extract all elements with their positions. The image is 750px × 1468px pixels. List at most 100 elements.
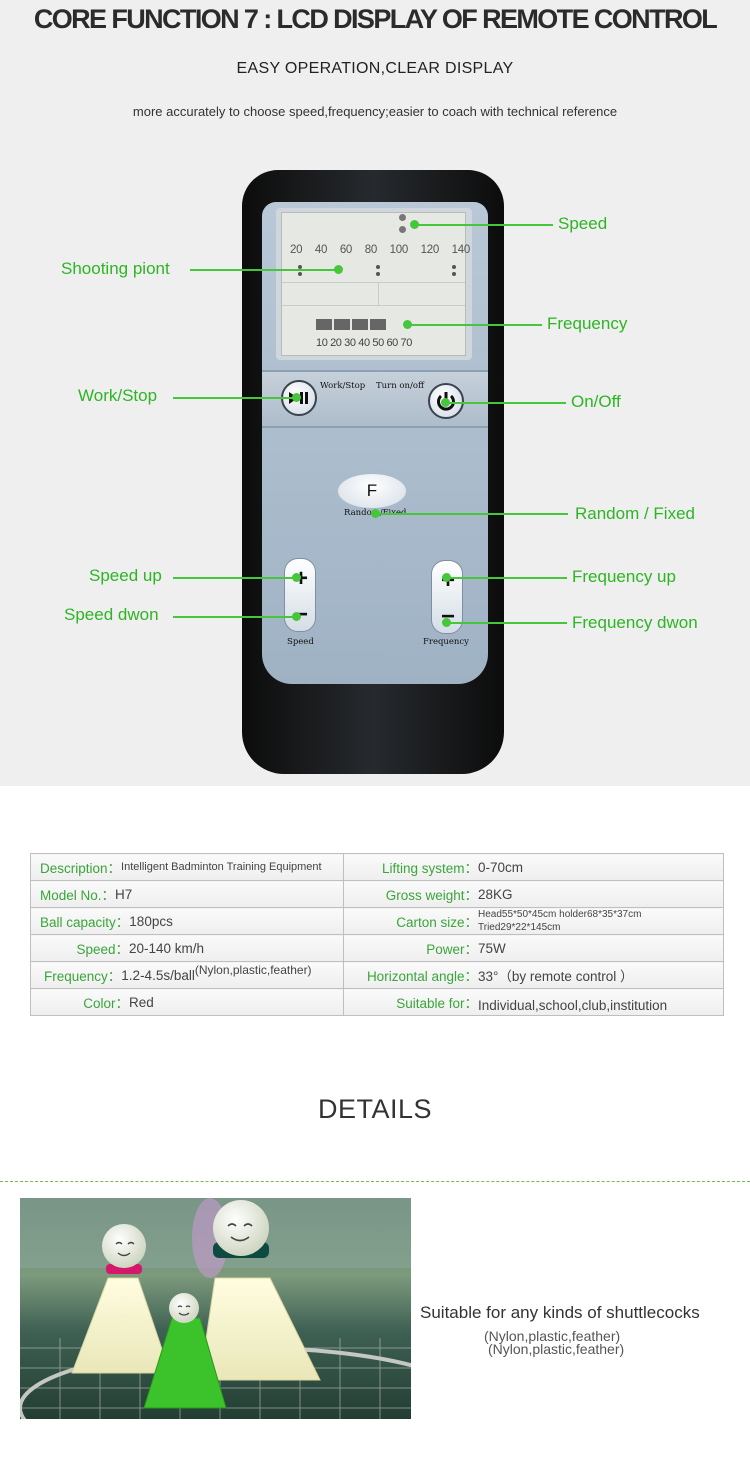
callout-random-fixed: Random / Fixed [575,504,695,523]
lcd-display [281,212,466,356]
callout-line [173,397,295,399]
table-row: Frequency：1.2-4.5s/ball(Nylon,plastic,fe… [30,961,724,989]
callout-line [173,616,295,618]
callout-line [376,513,568,515]
callout-dot [292,612,301,621]
spec-value: 0-70cm [478,859,524,875]
lcd-point-dot [452,272,456,276]
callout-dot [410,220,419,229]
lcd-point-dot [452,265,456,269]
details-subcaption: (Nylon,plastic,feather) [484,1328,621,1344]
lcd-frequency-bars [316,319,386,330]
spec-value: Tried29*22*145cm [478,922,561,933]
feature-description: more accurately to choose speed,frequenc… [132,104,618,119]
lcd-point-dot [376,265,380,269]
callout-on-off: On/Off [571,392,621,411]
shuttlecock-illustration [20,1198,411,1419]
callout-shooting-point: Shooting piont [61,259,170,278]
callout-work-stop: Work/Stop [78,386,158,405]
feature-section: CORE FUNCTION 7 : LCD DISPLAY OF REMOTE … [0,0,750,786]
callout-line [447,577,567,579]
callout-dot [334,265,343,274]
minus-icon[interactable]: − [293,601,308,628]
lcd-speed-scale: 20 40 60 80 100 120 140 [290,244,470,256]
callout-line [415,224,553,226]
callout-dot [442,618,451,627]
speed-tick: 60 [339,244,353,256]
spec-table: Description：Intelligent Badminton Traini… [30,853,724,1016]
callout-dot [441,398,450,407]
feature-subhead: EASY OPERATION,CLEAR DISPLAY [236,60,514,77]
callout-line [173,577,295,579]
spec-value: H7 [115,886,133,902]
spec-value-note: (Nylon,plastic,feather) [194,963,312,977]
spec-label: Model No.： [40,888,116,903]
details-heading: DETAILS [317,1094,433,1124]
spec-label: Color： [83,996,129,1011]
lcd-divider [282,305,465,306]
speed-key-label: Speed [287,637,314,647]
spec-label: Carton size： [396,915,478,930]
details-caption: Suitable for any kinds of shuttlecocks [420,1303,700,1322]
spec-value: 33°（by remote control ） [478,969,634,984]
speed-tick: 140 [451,244,471,256]
table-row: Model No.：H7 Gross weight：28KG [30,880,724,908]
spec-value: Intelligent Badminton Training Equipment [121,861,322,873]
spec-value: 75W [478,940,506,956]
callout-dot [403,320,412,329]
callout-speed-down: Speed dwon [64,605,159,624]
speed-tick: 100 [389,244,409,256]
spec-label: Horizontal angle： [366,969,478,984]
spec-value: Individual,school,club,institution [478,997,668,1013]
spec-value: 1.2-4.5s/ball [121,967,195,983]
callout-line [446,402,566,404]
spec-label: Gross weight： [385,888,478,903]
dashed-divider [0,1181,750,1182]
callout-speed-up: Speed up [89,566,162,585]
table-row: Ball capacity：180pcs Carton size：Head55*… [30,907,724,935]
callout-dot [371,509,380,518]
table-row: Speed：20-140 km/h Power：75W [30,934,724,962]
spec-label: Suitable for： [396,996,478,1011]
speed-tick: 40 [314,244,328,256]
plus-icon[interactable]: + [293,565,308,592]
spec-label: Ball capacity： [40,915,130,930]
lcd-point-dot [376,272,380,276]
lcd-frequency-scale: 10 20 30 40 50 60 70 [316,337,412,349]
lcd-divider [378,282,379,306]
work-stop-key-label: Work/Stop [320,381,366,391]
callout-dot [292,393,301,402]
speed-tick: 120 [420,244,440,256]
frequency-key-label: Frequency [423,637,469,647]
spec-label: Speed： [76,942,129,957]
callout-dot [442,573,451,582]
power-icon [437,392,455,411]
callout-dot [292,573,301,582]
speed-tick: 20 [290,244,303,256]
spec-value: 20-140 km/h [129,940,205,956]
spec-label: Frequency： [44,969,122,984]
turn-on-off-key-label: Turn on/off [376,381,424,391]
spec-value: 180pcs [129,913,173,929]
callout-frequency-down: Frequency dwon [572,613,698,632]
callout-frequency: Frequency [547,314,628,333]
lcd-point-dot [298,272,302,276]
callout-speed: Speed [558,214,608,233]
callout-line [190,269,338,271]
table-row: Description：Intelligent Badminton Traini… [30,853,724,881]
spec-value: Head55*50*45cm holder68*35*37cm [478,909,642,920]
callout-frequency-up: Frequency up [572,567,676,586]
shuttlecock-photo [20,1198,411,1419]
feature-headline: CORE FUNCTION 7 : LCD DISPLAY OF REMOTE … [33,4,718,34]
table-row: Color：Red Suitable for：Individual,school… [30,988,724,1016]
spec-label: Lifting system： [381,861,478,876]
spec-value: Red [129,994,154,1010]
spec-label: Description： [40,861,122,876]
details-subcaption: (Nylon,plastic,feather) [488,1341,625,1357]
spec-label: Power： [426,942,478,957]
callout-line [408,324,542,326]
random-fixed-button[interactable]: F [338,474,406,508]
lcd-point-dot [298,265,302,269]
speed-tick: 80 [364,244,378,256]
speed-button-group: + − [284,558,316,632]
